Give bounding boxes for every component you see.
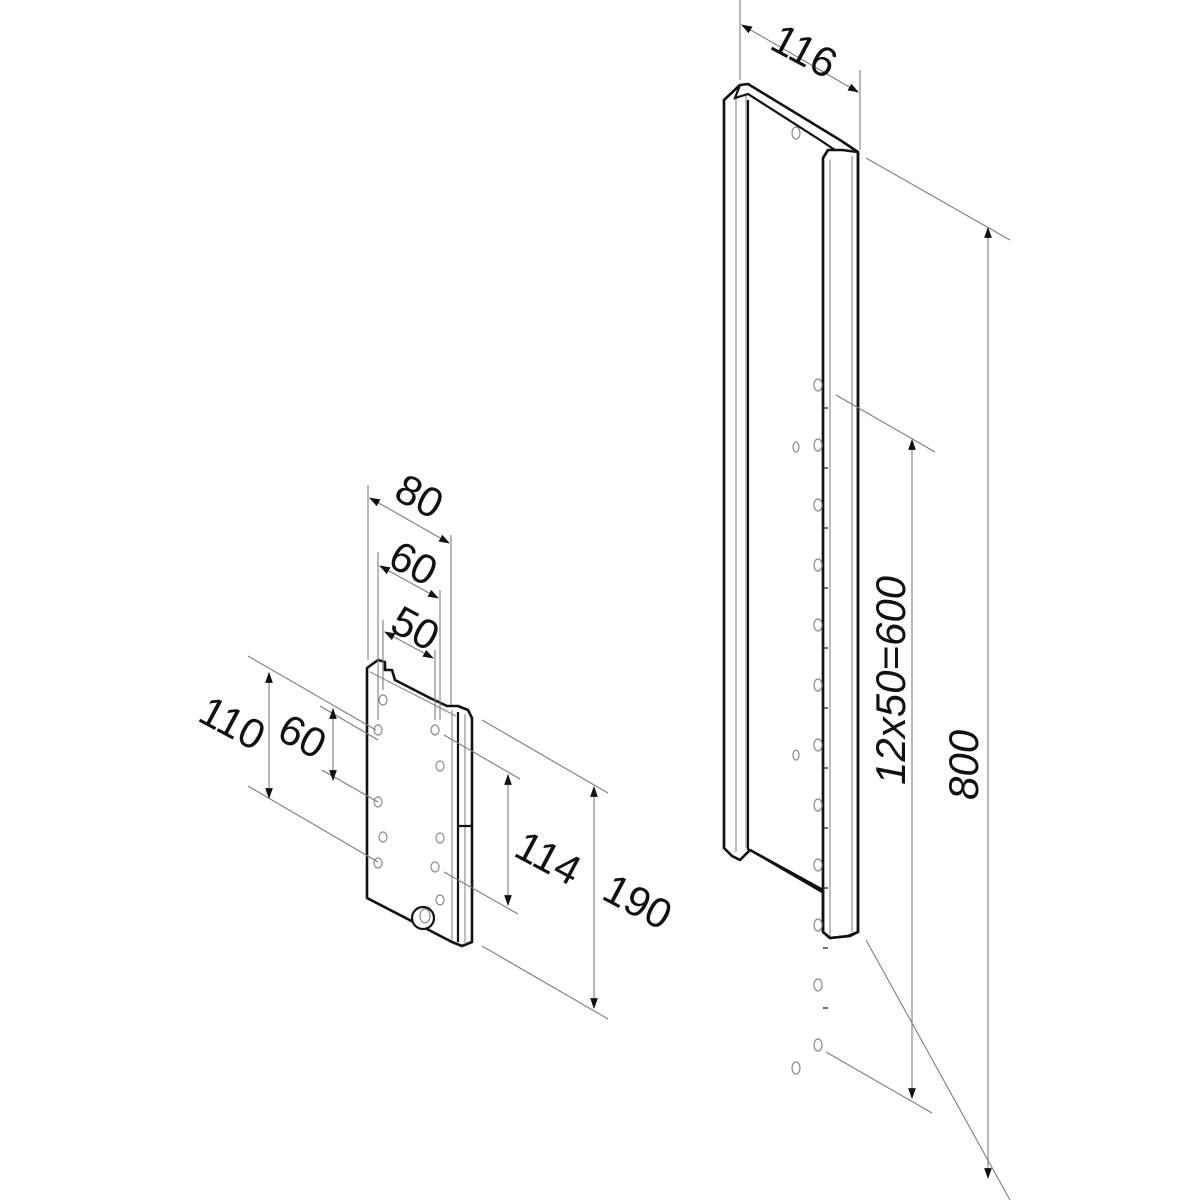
dim-rail-width: 116 — [764, 14, 845, 87]
dim-rail-hole-spacing: 12x50=600 — [867, 575, 914, 785]
plate-holes — [373, 694, 445, 906]
plate-left-dimensions: 110 60 — [192, 655, 379, 863]
plate-right-dimensions: 114 190 — [443, 719, 680, 1020]
rail-holes — [791, 126, 823, 1075]
dim-plate-width-50: 50 — [384, 596, 447, 659]
dim-plate-width-60: 60 — [382, 531, 445, 594]
adapter-plate — [365, 658, 474, 948]
dim-plate-height-190: 190 — [596, 864, 680, 938]
rail-hole-ticks — [823, 407, 828, 1009]
knob-icon — [410, 905, 436, 931]
dim-plate-width-80: 80 — [388, 464, 451, 527]
wall-rail — [722, 82, 860, 1075]
rail-height-dimensions: 12x50=600 800 — [825, 157, 1011, 1200]
dim-plate-height-110: 110 — [192, 686, 273, 759]
dim-plate-height-60: 60 — [271, 704, 334, 767]
dim-rail-total-height: 800 — [940, 729, 987, 800]
dim-plate-height-114: 114 — [508, 821, 589, 894]
